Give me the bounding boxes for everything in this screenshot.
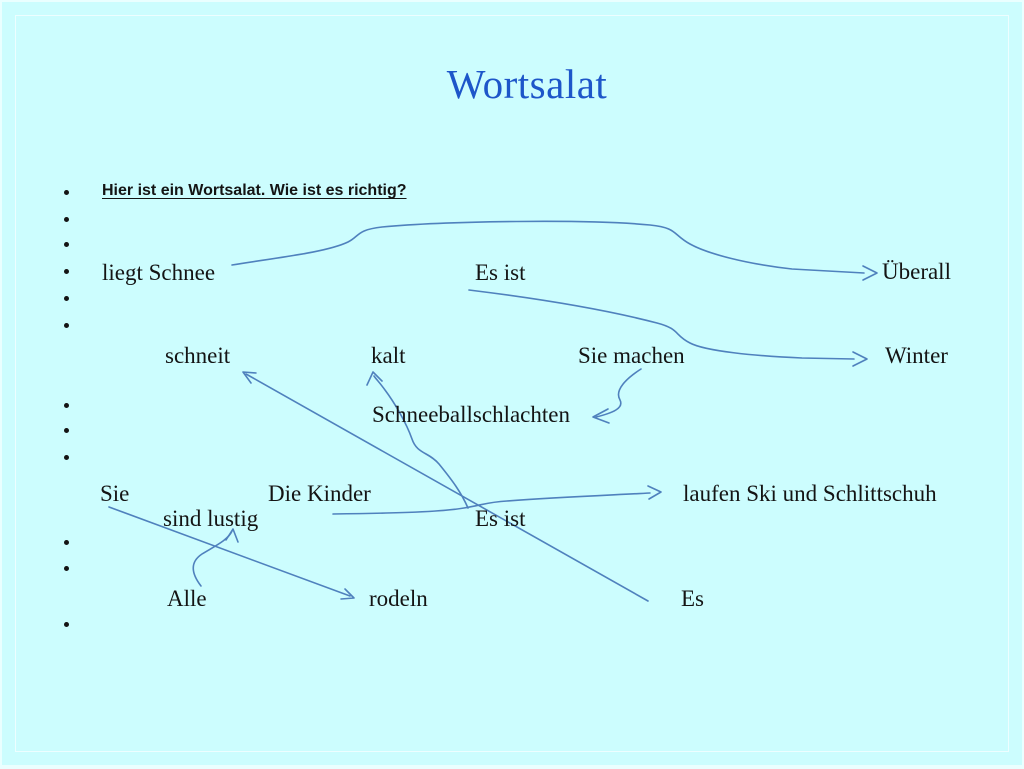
word-es-ist-1: Es ist <box>475 260 526 285</box>
word-liegt-schnee: liegt Schnee <box>102 260 216 285</box>
arrow-es-ist-to-winter <box>468 289 868 367</box>
bullet-dot <box>64 403 69 408</box>
slide-title: Wortsalat <box>446 61 608 107</box>
word-schneeballschlachten: Schneeballschlachten <box>372 402 570 427</box>
word-es: Es <box>681 586 704 611</box>
bullet-dot <box>64 242 69 247</box>
word-ueberall: Überall <box>882 259 951 284</box>
word-die-kinder: Die Kinder <box>268 481 371 506</box>
arrow-alle-to-sind-lustig <box>192 528 239 587</box>
arrow-es-ist-to-kalt <box>366 371 469 509</box>
word-kalt: kalt <box>371 343 406 368</box>
bullet-dot <box>64 217 69 222</box>
bullet-dot <box>64 323 69 328</box>
word-alle: Alle <box>167 586 207 611</box>
prompt-text: Hier ist ein Wortsalat. Wie ist es richt… <box>102 182 407 199</box>
bullet-dot <box>64 296 69 301</box>
arrow-liegt-schnee-to-ueberall <box>231 220 878 281</box>
word-sind-lustig: sind lustig <box>163 506 259 531</box>
word-es-ist-2: Es ist <box>475 506 526 531</box>
bullet-dot <box>64 455 69 460</box>
bullet-dot <box>64 190 69 195</box>
arrow-sie-machen-to-schneeballschlachten <box>592 368 642 424</box>
arrow-es-to-schneit <box>242 371 649 602</box>
word-winter: Winter <box>885 343 948 368</box>
bullet-dot <box>64 622 69 627</box>
word-sie: Sie <box>100 481 130 506</box>
word-schneit: schneit <box>165 343 231 368</box>
arrow-die-kinder-to-laufen-ski <box>332 485 662 515</box>
bullet-dot <box>64 566 69 571</box>
arrow-sie-to-rodeln <box>108 506 355 600</box>
bullet-dot <box>64 540 69 545</box>
word-rodeln: rodeln <box>369 586 428 611</box>
bullet-dot <box>64 428 69 433</box>
bullet-dot <box>64 269 69 274</box>
word-laufen-ski: laufen Ski und Schlittschuh <box>683 481 937 506</box>
word-sie-machen: Sie machen <box>578 343 685 368</box>
